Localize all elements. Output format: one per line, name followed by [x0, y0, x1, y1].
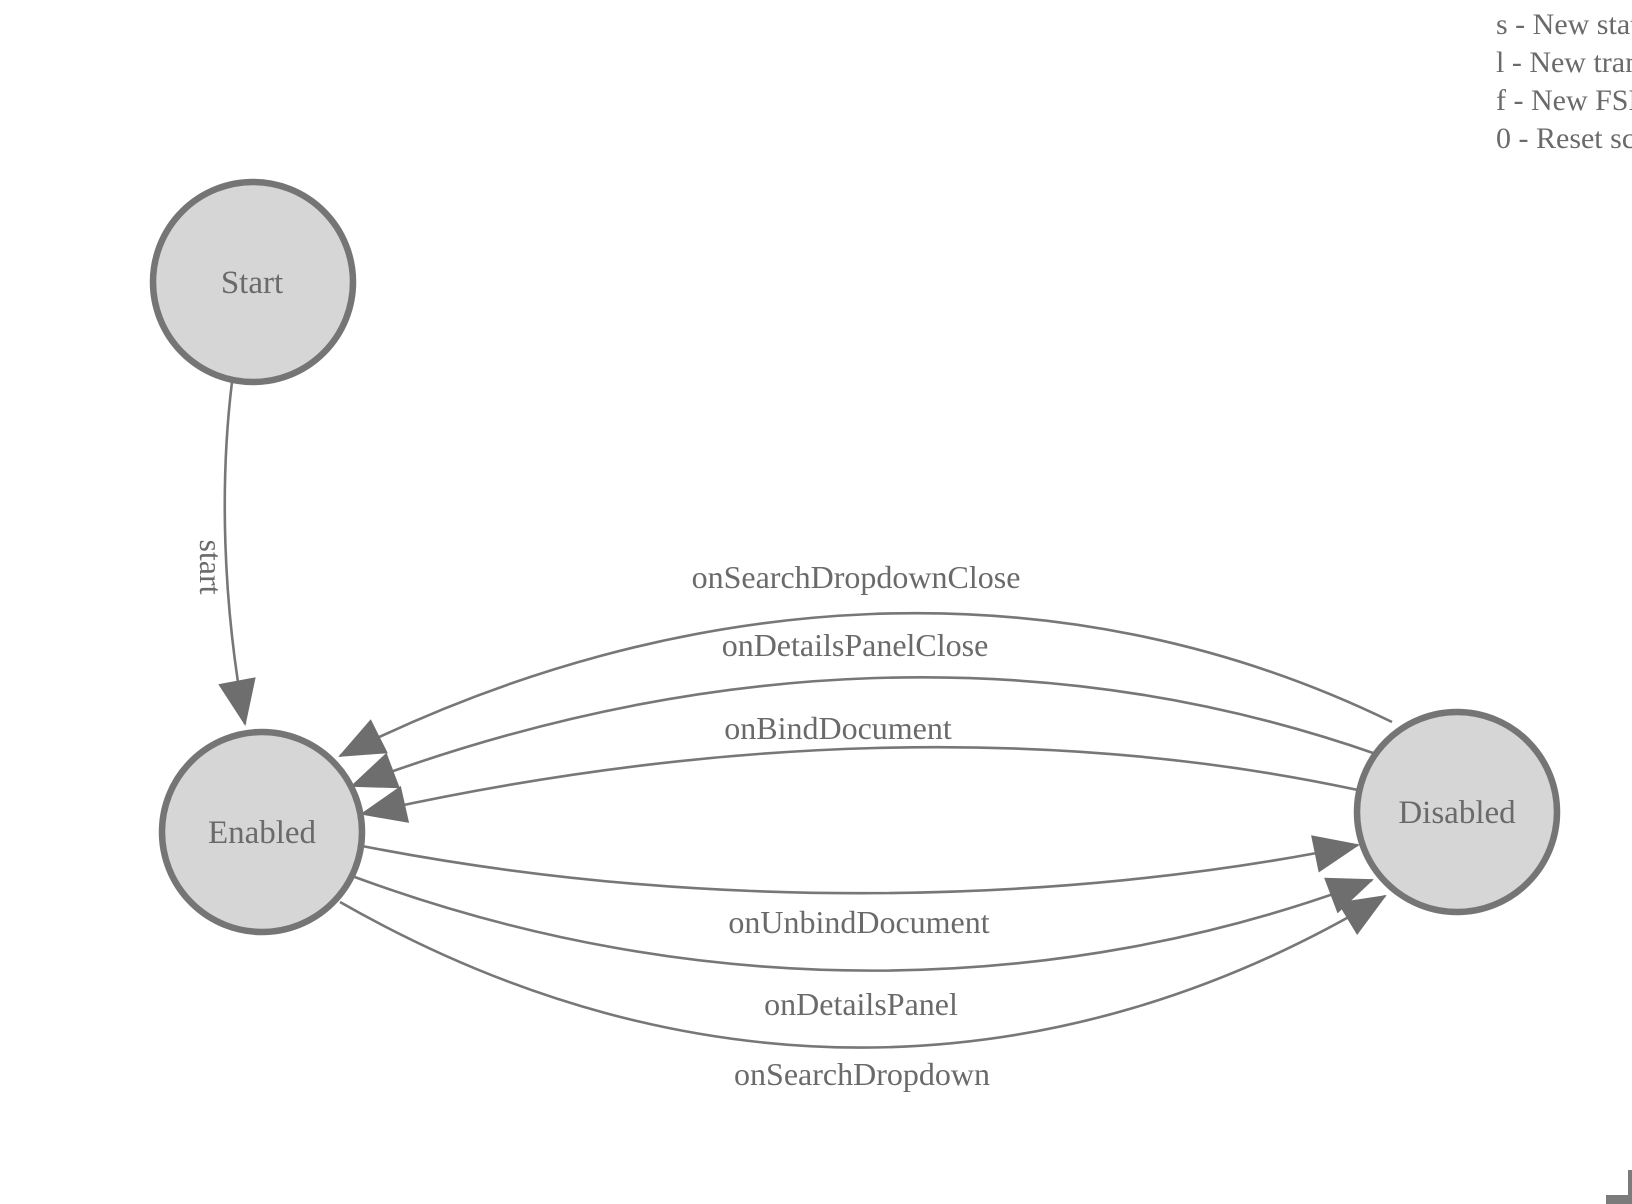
edge-ondetailspanel: [351, 874, 1374, 972]
legend-line-new-state: s - New state: [1496, 8, 1632, 41]
state-label-enabled: Enabled: [208, 815, 317, 851]
state-node-enabled[interactable]: [158, 728, 366, 936]
edge-label-ondetailspanelclose: onDetailsPanelClose: [722, 627, 989, 663]
edge-label-ondetailspanel: onDetailsPanel: [764, 986, 958, 1022]
edge-label-onsearchdropdownclose: onSearchDropdownClose: [692, 559, 1021, 595]
state-label-disabled: Disabled: [1398, 795, 1516, 831]
edge-label-onbinddocument: onBindDocument: [724, 710, 952, 746]
legend-line-new-transition: l - New transition: [1496, 46, 1632, 79]
edge-label-onsearchdropdown: onSearchDropdown: [734, 1056, 990, 1092]
edge-label-onunbinddocument: onUnbindDocument: [728, 904, 989, 940]
legend-line-new-fsm: f - New FSM: [1496, 84, 1632, 117]
edge-label-start: start: [193, 539, 229, 594]
edge-onbinddocument: [360, 745, 1359, 823]
edge-onsearchdropdown: [339, 894, 1387, 1049]
shortcut-legend: s - New state l - New transition f - New…: [1496, 6, 1632, 158]
edge-start-to-enabled: [218, 381, 256, 726]
state-node-disabled[interactable]: [1353, 708, 1561, 916]
edge-onsearchdropdownclose: [338, 611, 1393, 758]
state-label-start: Start: [221, 265, 283, 301]
state-node-start[interactable]: [149, 178, 357, 386]
edge-ondetailspanelclose: [350, 675, 1377, 789]
edge-onunbinddocument: [361, 835, 1360, 895]
canvas-corner-mark: [1606, 1170, 1632, 1204]
legend-line-reset-scale: 0 - Reset scale: [1496, 122, 1632, 155]
